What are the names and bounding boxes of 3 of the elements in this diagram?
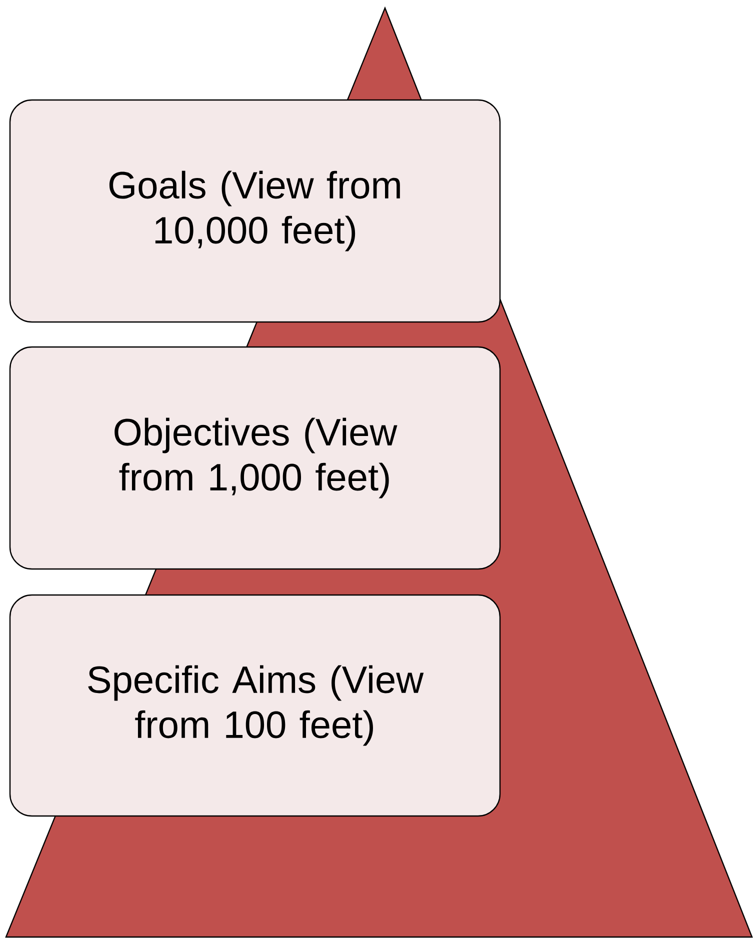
- text-box: Goals (View from 10,000 feet): [9, 99, 501, 323]
- text-box: Specific Aims (View from 100 feet): [9, 594, 501, 817]
- text-box: Objectives (View from 1,000 feet): [9, 346, 501, 570]
